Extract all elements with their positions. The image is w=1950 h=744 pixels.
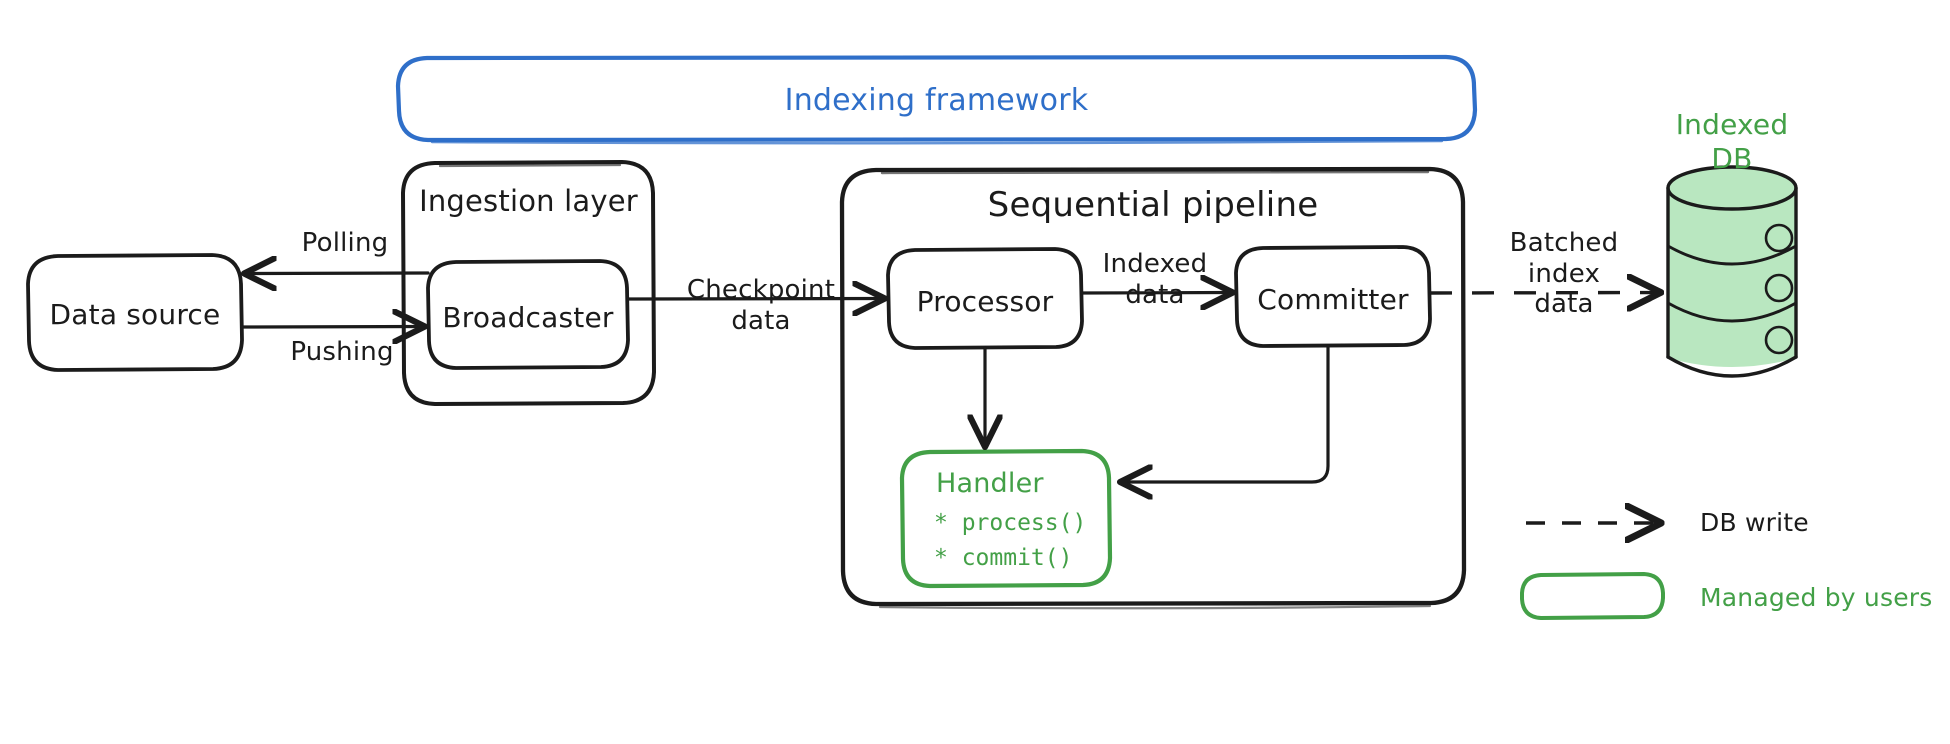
- node-committer-shape: [1234, 245, 1432, 348]
- edge-checkpoint-data: [626, 299, 882, 300]
- edge-committer-to-handler: [1123, 344, 1330, 482]
- edge-polling: [247, 273, 430, 274]
- framework-banner: [395, 54, 1478, 145]
- node-broadcaster-shape: [426, 259, 630, 370]
- edge-pushing: [240, 327, 422, 328]
- legend-managed-by-users-swatch: [1520, 572, 1665, 620]
- edge-indexed-data: [1080, 293, 1230, 294]
- node-indexed-db-shape: [1666, 165, 1798, 378]
- node-data-source-shape: [26, 253, 244, 372]
- node-processor-shape: [886, 247, 1084, 350]
- node-handler-shape: [899, 448, 1113, 589]
